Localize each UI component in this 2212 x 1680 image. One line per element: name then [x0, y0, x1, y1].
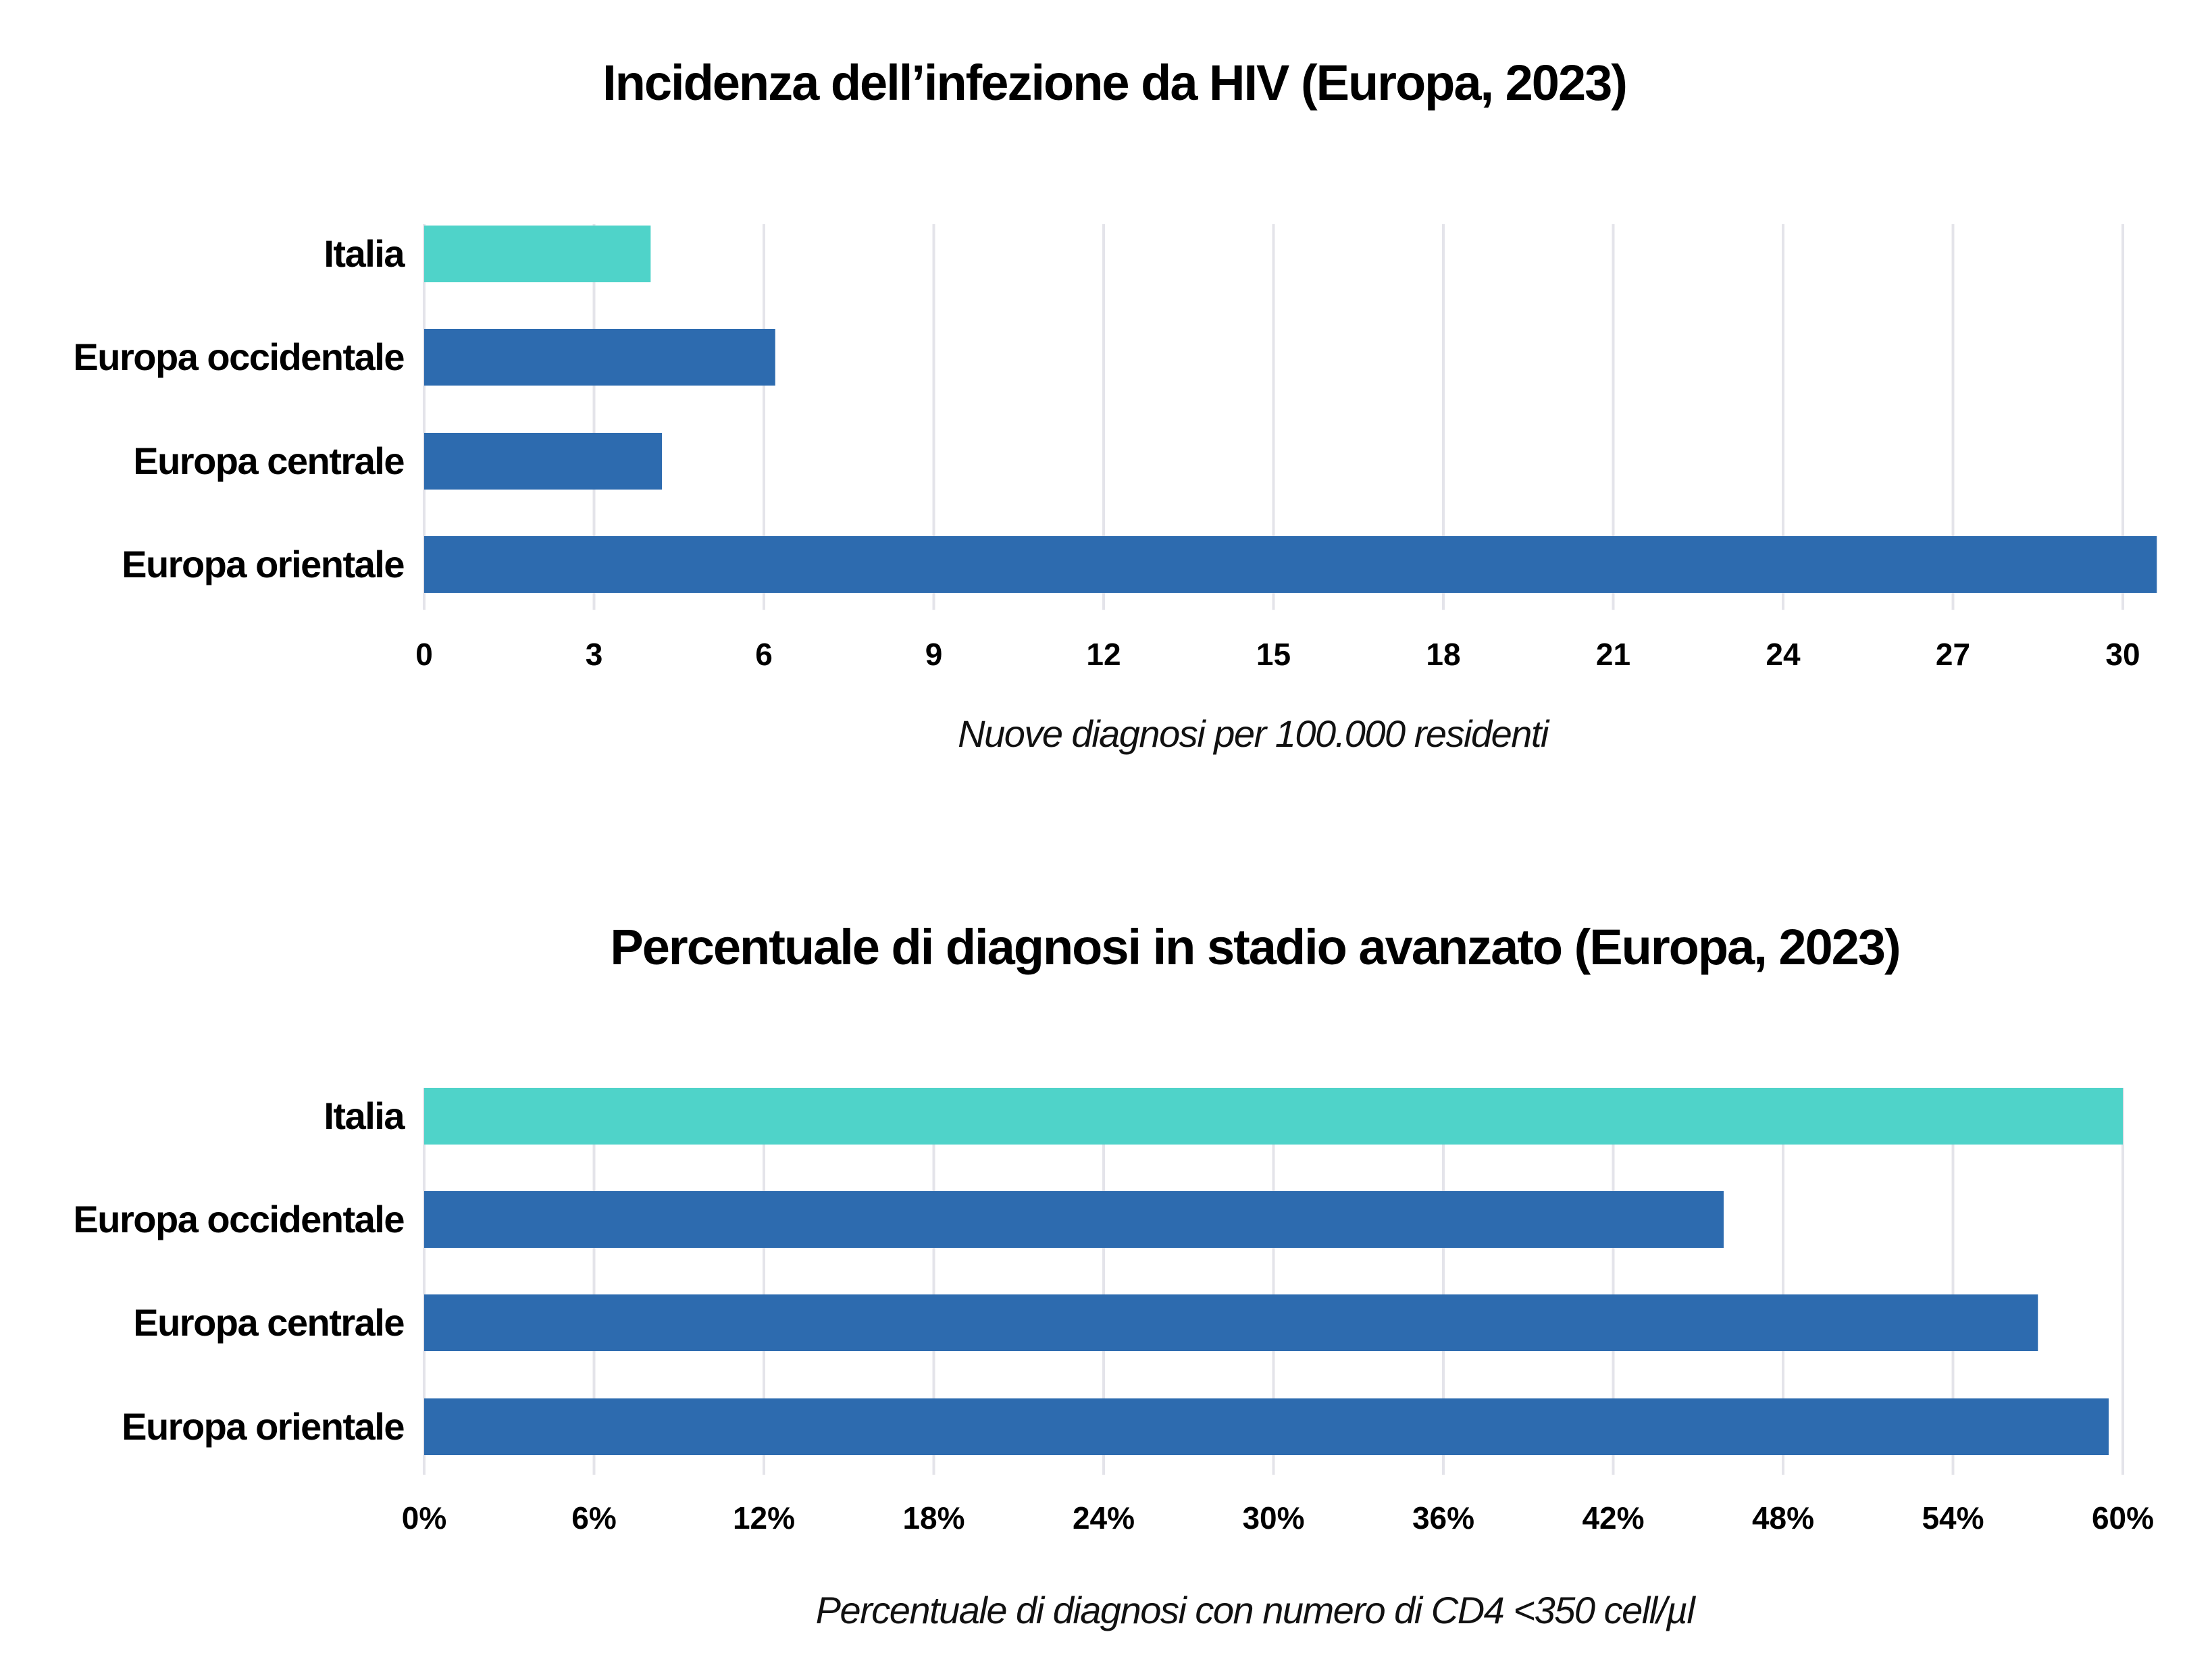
x-axis-label: Percentuale di diagnosi con numero di CD…	[816, 1589, 1697, 1631]
x-tick-label: 24	[1766, 637, 1801, 672]
x-tick-label: 9	[925, 637, 943, 672]
chart-title: Percentuale di diagnosi in stadio avanza…	[610, 919, 1899, 975]
incidence-chart: Incidenza dell’infezione da HIV (Europa,…	[73, 55, 2157, 755]
category-label: Europa occidentale	[73, 1198, 404, 1240]
x-tick-label: 15	[1256, 637, 1291, 672]
x-tick-label: 21	[1596, 637, 1630, 672]
x-tick-label: 60%	[2092, 1500, 2154, 1535]
bar	[424, 329, 775, 386]
category-label: Europa occidentale	[73, 336, 404, 378]
category-label: Europa centrale	[133, 440, 404, 482]
category-label: Europa centrale	[133, 1301, 404, 1344]
x-tick-label: 3	[586, 637, 603, 672]
x-tick-label: 36%	[1412, 1500, 1474, 1535]
bar	[424, 1294, 2038, 1351]
bar	[424, 536, 2157, 593]
x-tick-label: 12	[1086, 637, 1121, 672]
advanced-stage-chart: Percentuale di diagnosi in stadio avanza…	[73, 919, 2154, 1631]
x-tick-label: 0%	[402, 1500, 446, 1535]
category-label: Europa orientale	[122, 1405, 404, 1448]
x-tick-label: 0	[415, 637, 433, 672]
bar	[424, 226, 651, 282]
category-label: Italia	[324, 232, 405, 275]
bar	[424, 1088, 2123, 1145]
x-tick-label: 27	[1936, 637, 1970, 672]
bar	[424, 1398, 2109, 1455]
bar	[424, 1191, 1724, 1248]
category-label: Italia	[324, 1095, 405, 1137]
x-tick-label: 54%	[1922, 1500, 1984, 1535]
x-tick-label: 6	[755, 637, 773, 672]
bar	[424, 433, 663, 490]
x-axis-label: Nuove diagnosi per 100.000 residenti	[958, 712, 1550, 755]
category-label: Europa orientale	[122, 543, 404, 585]
x-tick-label: 12%	[733, 1500, 795, 1535]
x-tick-label: 6%	[571, 1500, 616, 1535]
x-tick-label: 30	[2105, 637, 2140, 672]
x-tick-label: 48%	[1752, 1500, 1814, 1535]
x-tick-label: 30%	[1242, 1500, 1304, 1535]
x-tick-label: 18%	[902, 1500, 964, 1535]
x-tick-label: 42%	[1582, 1500, 1644, 1535]
x-tick-label: 24%	[1073, 1500, 1135, 1535]
chart-title: Incidenza dell’infezione da HIV (Europa,…	[602, 55, 1626, 111]
x-tick-label: 18	[1426, 637, 1460, 672]
